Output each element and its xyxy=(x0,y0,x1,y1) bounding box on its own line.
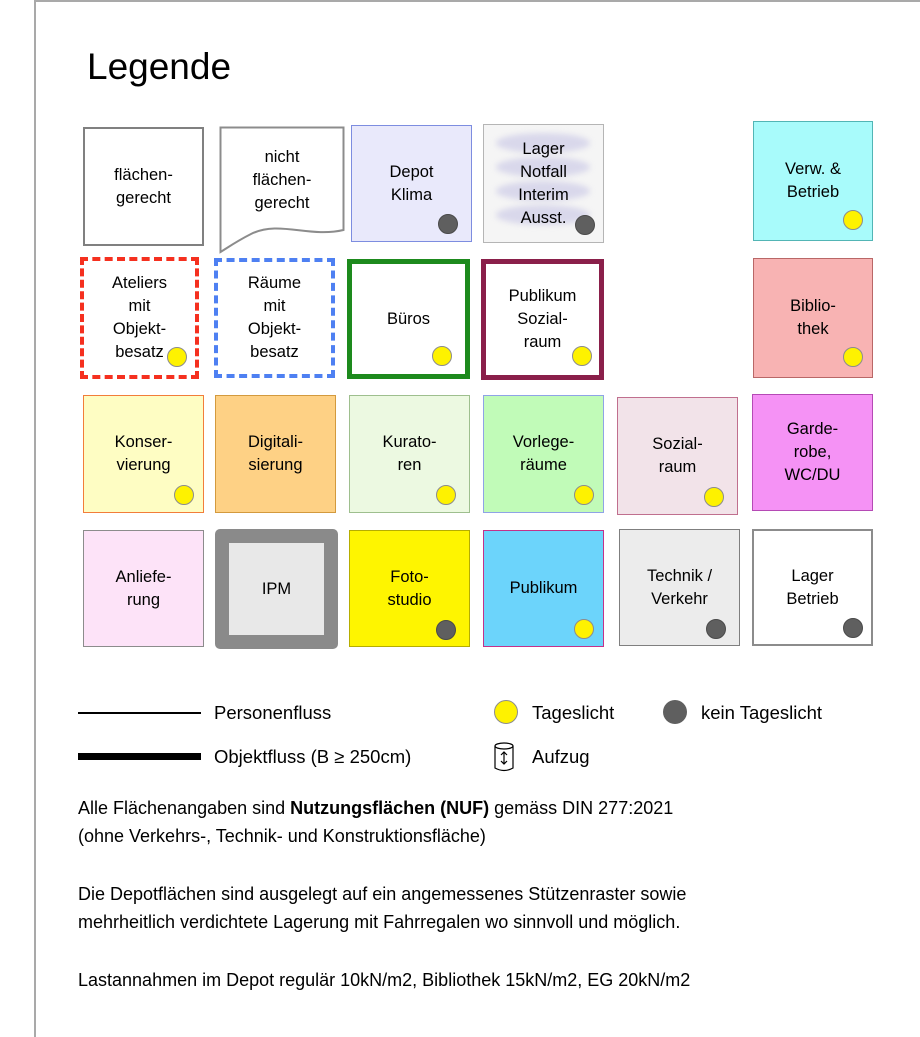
daylight-icon xyxy=(167,347,187,367)
note-depot-line2: mehrheitlich verdichtete Lagerung mit Fa… xyxy=(78,912,681,932)
note-nuf-pre: Alle Flächenangaben sind xyxy=(78,798,291,818)
tile-shading xyxy=(496,157,590,177)
tile-lager-notfall: Lager Notfall Interim Ausst. xyxy=(483,124,604,243)
daylight-icon xyxy=(704,487,724,507)
tile-label: IPM xyxy=(261,579,292,598)
tile-technik-verkehr: Technik / Verkehr xyxy=(619,529,740,646)
tile-konservierung: Konser- vierung xyxy=(83,395,204,513)
daylight-icon xyxy=(174,485,194,505)
tile-garderobe: Garde- robe, WC/DU xyxy=(752,394,873,511)
tile-label: nicht flächen- gerecht xyxy=(252,147,312,212)
tile-label: flächen- gerecht xyxy=(114,165,173,207)
no-daylight-icon xyxy=(436,620,456,640)
tile-kuratoren: Kurato- ren xyxy=(349,395,470,513)
tile-label: Biblio- thek xyxy=(790,297,836,338)
legend-frame xyxy=(34,0,920,1037)
tile-label: Kurato- ren xyxy=(382,433,437,474)
no-daylight-icon xyxy=(706,619,726,639)
tile-label: Technik / Verkehr xyxy=(646,566,713,608)
tile-label: Sozial- raum xyxy=(652,435,703,476)
tile-label: Konser- vierung xyxy=(114,433,173,474)
tile-label: Verw. & Betrieb xyxy=(785,160,841,201)
tile-depot-klima: Depot Klima xyxy=(351,125,472,242)
tile-publikum: Publikum xyxy=(483,530,604,647)
daylight-legend-icon xyxy=(494,700,518,724)
daylight-icon xyxy=(574,485,594,505)
elevator-icon xyxy=(494,742,514,772)
objektfluss-label: Objektfluss (B ≥ 250cm) xyxy=(214,746,412,767)
tile-label: Foto- studio xyxy=(387,567,432,609)
tageslicht-label: Tageslicht xyxy=(532,702,615,723)
daylight-icon xyxy=(843,210,863,230)
tile-flaechengerecht: flächen- gerecht xyxy=(83,127,204,246)
tile-label: Digitali- sierung xyxy=(247,433,303,474)
tile-label: Publikum Sozial- raum xyxy=(508,287,577,351)
tile-fotostudio: Foto- studio xyxy=(349,530,470,647)
tile-publikum-sozialraum: Publikum Sozial- raum xyxy=(481,259,604,380)
tile-label: Büros xyxy=(386,309,431,328)
tile-shading xyxy=(496,181,590,201)
daylight-icon xyxy=(843,347,863,367)
legend-title: Legende xyxy=(87,46,232,87)
personenfluss-line xyxy=(78,712,201,714)
tile-bueros: Büros xyxy=(347,259,470,379)
tile-verw-betrieb: Verw. & Betrieb xyxy=(753,121,873,241)
daylight-icon xyxy=(574,619,594,639)
note-nuf-line1: Alle Flächenangaben sind Nutzungsflächen… xyxy=(78,796,673,821)
note-depot-line1: Die Depotflächen sind ausgelegt auf ein … xyxy=(78,884,687,904)
tile-anlieferung: Anliefe- rung xyxy=(83,530,204,647)
tile-ateliers: Ateliers mit Objekt- besatz xyxy=(80,257,199,379)
tile-vorlegeraeume: Vorlege- räume xyxy=(483,395,604,513)
tile-ipm: IPM xyxy=(215,529,338,649)
tile-shading xyxy=(496,205,590,225)
note-nuf-line2: (ohne Verkehrs-, Technik- und Konstrukti… xyxy=(78,826,486,846)
note-nuf-post: gemäss DIN 277:2021 xyxy=(489,798,674,818)
tile-digitalisierung: Digitali- sierung xyxy=(215,395,336,513)
tile-lager-betrieb: Lager Betrieb xyxy=(752,529,873,646)
daylight-icon xyxy=(432,346,452,366)
tile-label: Publikum xyxy=(509,579,578,597)
tile-label: Ateliers mit Objekt- besatz xyxy=(111,274,168,361)
daylight-icon xyxy=(572,346,592,366)
no-daylight-legend-icon xyxy=(663,700,687,724)
note-last-line: Lastannahmen im Depot regulär 10kN/m2, B… xyxy=(78,970,691,990)
note-nuf-bold: Nutzungsflächen (NUF) xyxy=(290,798,490,818)
tile-label: Vorlege- räume xyxy=(512,433,575,474)
tile-nicht-flaechengerecht: nicht flächen- gerecht xyxy=(219,128,345,232)
tile-raeume: Räume mit Objekt- besatz xyxy=(214,258,335,378)
tile-bibliothek: Biblio- thek xyxy=(753,258,873,378)
tile-nicht-flaechengerecht-shape xyxy=(219,126,345,254)
tile-label: Lager Notfall Interim Ausst. xyxy=(518,139,569,227)
personenfluss-label: Personenfluss xyxy=(214,702,332,723)
aufzug-label: Aufzug xyxy=(532,746,590,767)
no-daylight-icon xyxy=(843,618,863,638)
kein-tageslicht-label: kein Tageslicht xyxy=(701,702,823,723)
tile-label: Depot Klima xyxy=(389,162,434,204)
no-daylight-icon xyxy=(575,215,595,235)
tile-label: Garde- robe, WC/DU xyxy=(784,420,841,484)
tile-label: Räume mit Objekt- besatz xyxy=(247,274,302,361)
daylight-icon xyxy=(436,485,456,505)
tile-label: Anliefe- rung xyxy=(115,567,172,609)
tile-shading xyxy=(496,133,590,153)
tile-label: Lager Betrieb xyxy=(786,566,839,608)
tile-sozialraum: Sozial- raum xyxy=(617,397,738,515)
no-daylight-icon xyxy=(438,214,458,234)
objektfluss-line xyxy=(78,753,201,760)
